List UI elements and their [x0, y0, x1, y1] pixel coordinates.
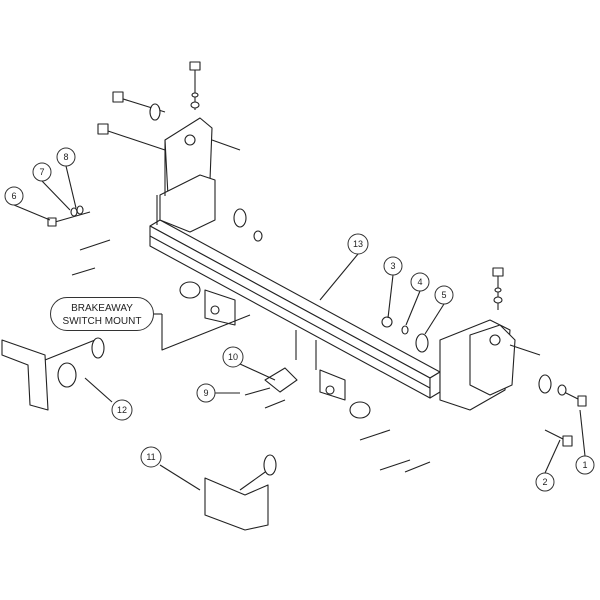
callout-7: 7: [32, 162, 52, 182]
left-mount-bracket: [159, 117, 241, 233]
bolts: [47, 61, 587, 473]
main-crossbar: [149, 219, 441, 399]
svg-text:4: 4: [417, 277, 422, 287]
svg-text:8: 8: [63, 152, 68, 162]
callout-6: 6: [4, 186, 24, 206]
callout-line-2: SWITCH MOUNT: [62, 316, 142, 327]
svg-text:7: 7: [39, 167, 44, 177]
callout-line-1: BRAKEAWAY: [71, 303, 133, 314]
svg-text:2: 2: [542, 477, 547, 487]
right-mount-bracket: [439, 319, 541, 411]
breakaway-switch-plate: [264, 367, 298, 393]
callout-5: 5: [434, 285, 454, 305]
callout-9: 9: [196, 383, 216, 403]
part-callouts: 1 2 3 4 5 6 7 8 9 10 11 12 13: [4, 147, 595, 492]
svg-text:13: 13: [353, 239, 363, 249]
callout-4: 4: [410, 272, 430, 292]
safety-pin-bracket-12: [1, 337, 105, 411]
callout-10: 10: [222, 346, 244, 368]
washers-and-nuts: [70, 92, 567, 396]
svg-text:6: 6: [11, 191, 16, 201]
callout-8: 8: [56, 147, 76, 167]
svg-text:5: 5: [441, 290, 446, 300]
svg-text:9: 9: [203, 388, 208, 398]
callout-3: 3: [383, 256, 403, 276]
leader-lines: [13, 165, 586, 491]
svg-text:1: 1: [582, 460, 587, 470]
svg-text:3: 3: [390, 261, 395, 271]
callout-1: 1: [575, 455, 595, 475]
safety-chain-tabs: [179, 281, 371, 419]
svg-text:12: 12: [117, 405, 127, 415]
svg-text:11: 11: [146, 452, 155, 462]
breakaway-switch-mount-callout: BRAKEAWAY SWITCH MOUNT: [50, 297, 154, 331]
safety-pin-bracket-11: [204, 454, 277, 531]
callout-13: 13: [347, 233, 369, 255]
callout-11: 11: [140, 446, 162, 468]
svg-text:10: 10: [228, 352, 238, 362]
callout-2: 2: [535, 472, 555, 492]
callout-12: 12: [111, 399, 133, 421]
